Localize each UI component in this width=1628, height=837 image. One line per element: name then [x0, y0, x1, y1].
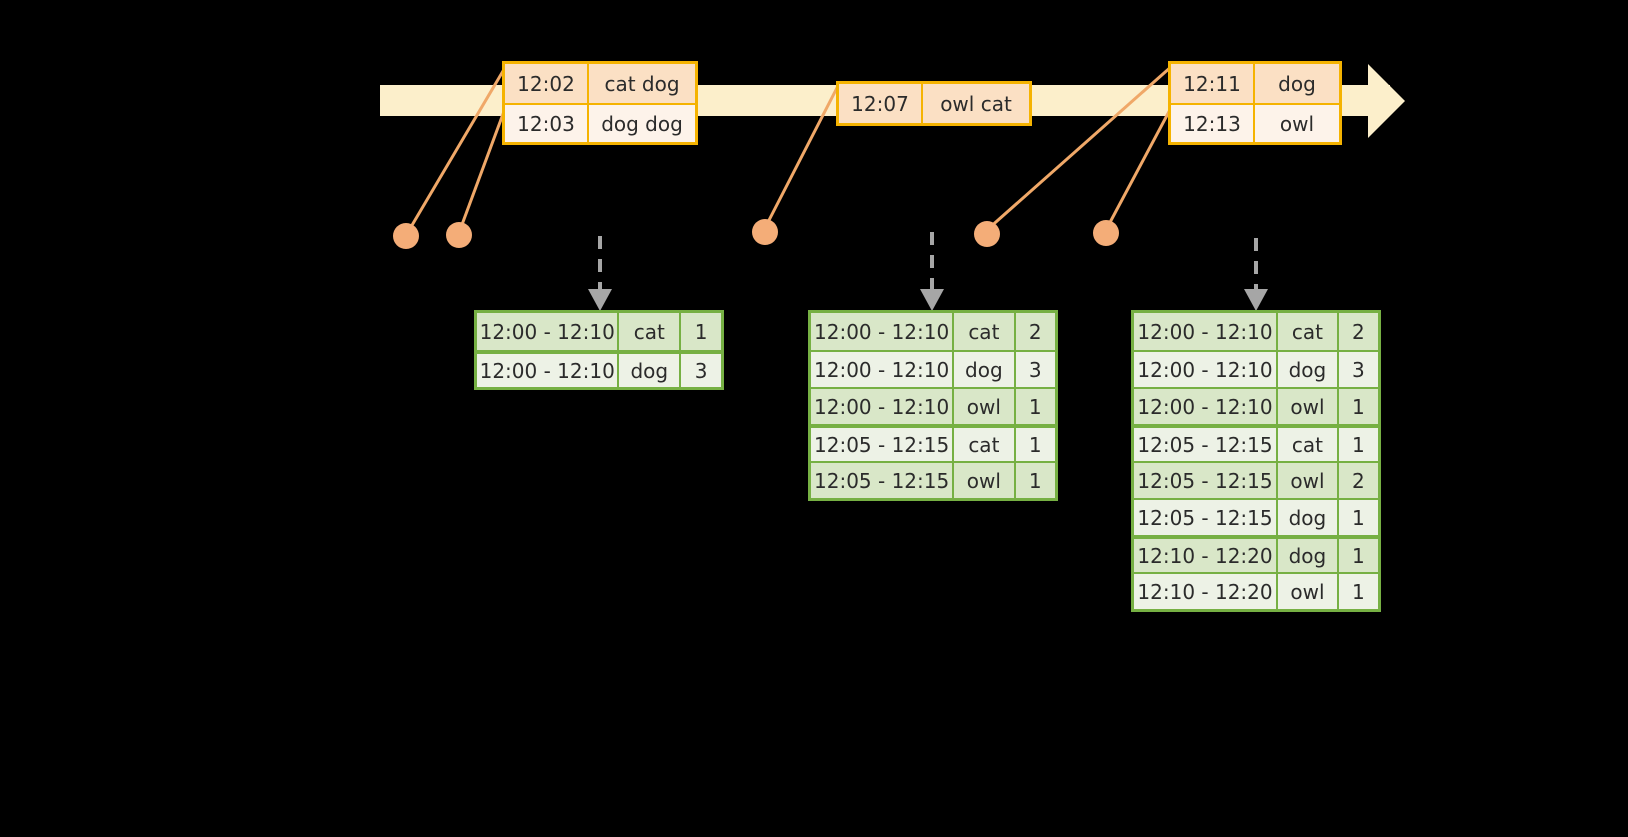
event-row[interactable]: 12:11 dog [1171, 64, 1339, 103]
table-row[interactable]: 12:05 - 12:15 owl 1 [811, 461, 1055, 498]
cell-key: cat [1278, 313, 1339, 350]
emit-dot-2 [446, 222, 472, 248]
cell-window: 12:05 - 12:15 [811, 428, 955, 461]
cell-window: 12:05 - 12:15 [1134, 463, 1279, 498]
table-row[interactable]: 12:00 - 12:10 cat 1 [477, 313, 721, 350]
cell-count: 2 [1338, 463, 1379, 498]
table-row[interactable]: 12:00 - 12:10 dog 3 [477, 350, 721, 387]
cell-key: dog [954, 352, 1016, 387]
result-arrow-heads [588, 289, 1268, 311]
cell-key: dog [1278, 352, 1339, 387]
event-group-3[interactable]: 12:11 dog 12:13 owl [1168, 61, 1342, 145]
cell-window: 12:00 - 12:10 [477, 313, 620, 350]
cell-key: cat [619, 313, 682, 350]
event-value: owl [1255, 105, 1339, 142]
table-row[interactable]: 12:05 - 12:15 cat 1 [811, 424, 1055, 461]
cell-count: 3 [1015, 352, 1055, 387]
cell-window: 12:00 - 12:10 [811, 313, 955, 350]
table-row[interactable]: 12:00 - 12:10 owl 1 [1134, 387, 1379, 424]
cell-count: 2 [1015, 313, 1055, 350]
cell-key: cat [1278, 428, 1339, 461]
result-table-1[interactable]: 12:00 - 12:10 cat 1 12:00 - 12:10 dog 3 [474, 310, 724, 390]
cell-count: 1 [1338, 428, 1379, 461]
event-group-1[interactable]: 12:02 cat dog 12:03 dog dog [502, 61, 698, 145]
result-table-2[interactable]: 12:00 - 12:10 cat 2 12:00 - 12:10 dog 3 … [808, 310, 1058, 501]
emit-dot-1 [393, 223, 419, 249]
cell-count: 1 [1338, 574, 1379, 609]
cell-key: cat [954, 313, 1016, 350]
event-time: 12:11 [1171, 64, 1255, 103]
result-table-3[interactable]: 12:00 - 12:10 cat 2 12:00 - 12:10 dog 3 … [1131, 310, 1381, 612]
event-value: dog [1255, 64, 1339, 103]
cell-window: 12:00 - 12:10 [811, 389, 955, 424]
table-row[interactable]: 12:00 - 12:10 cat 2 [1134, 313, 1379, 350]
event-row[interactable]: 12:02 cat dog [505, 64, 695, 103]
cell-count: 1 [1338, 389, 1379, 424]
result-arrow-head-3 [1244, 289, 1268, 311]
cell-key: owl [954, 463, 1016, 498]
cell-count: 1 [681, 313, 721, 350]
cell-key: cat [954, 428, 1016, 461]
result-arrow-head-2 [920, 289, 944, 311]
connector-dots [393, 219, 1119, 249]
table-row[interactable]: 12:10 - 12:20 dog 1 [1134, 535, 1379, 572]
cell-count: 1 [1015, 389, 1055, 424]
cell-window: 12:05 - 12:15 [1134, 428, 1279, 461]
table-row[interactable]: 12:00 - 12:10 cat 2 [811, 313, 1055, 350]
cell-window: 12:10 - 12:20 [1134, 539, 1279, 572]
cell-count: 3 [1338, 352, 1379, 387]
event-time: 12:13 [1171, 105, 1255, 142]
cell-key: owl [1278, 463, 1339, 498]
event-row[interactable]: 12:03 dog dog [505, 103, 695, 142]
table-row[interactable]: 12:05 - 12:15 owl 2 [1134, 461, 1379, 498]
event-row[interactable]: 12:07 owl cat [839, 84, 1029, 123]
result-arrows [598, 232, 1258, 290]
cell-key: dog [619, 354, 682, 387]
cell-window: 12:00 - 12:10 [1134, 389, 1279, 424]
cell-window: 12:05 - 12:15 [1134, 500, 1279, 535]
emit-dot-3 [752, 219, 778, 245]
connector-line-2 [458, 105, 508, 231]
connector-line-5 [1105, 105, 1174, 229]
emit-dot-5 [1093, 220, 1119, 246]
cell-count: 1 [1338, 500, 1379, 535]
cell-window: 12:00 - 12:10 [477, 354, 620, 387]
table-row[interactable]: 12:05 - 12:15 cat 1 [1134, 424, 1379, 461]
cell-count: 3 [681, 354, 721, 387]
emit-dot-4 [974, 221, 1000, 247]
event-value: cat dog [589, 64, 695, 103]
cell-key: owl [954, 389, 1016, 424]
cell-window: 12:00 - 12:10 [1134, 352, 1279, 387]
event-value: owl cat [923, 84, 1029, 123]
table-row[interactable]: 12:00 - 12:10 owl 1 [811, 387, 1055, 424]
table-row[interactable]: 12:10 - 12:20 owl 1 [1134, 572, 1379, 609]
table-row[interactable]: 12:00 - 12:10 dog 3 [811, 350, 1055, 387]
cell-window: 12:10 - 12:20 [1134, 574, 1279, 609]
cell-key: dog [1278, 539, 1339, 572]
cell-count: 1 [1338, 539, 1379, 572]
cell-window: 12:00 - 12:10 [811, 352, 955, 387]
result-arrow-head-1 [588, 289, 612, 311]
cell-window: 12:00 - 12:10 [1134, 313, 1279, 350]
timeline-arrow-head [1368, 64, 1405, 138]
cell-count: 2 [1338, 313, 1379, 350]
cell-key: owl [1278, 389, 1339, 424]
event-value: dog dog [589, 105, 695, 142]
event-row[interactable]: 12:13 owl [1171, 103, 1339, 142]
table-row[interactable]: 12:00 - 12:10 dog 3 [1134, 350, 1379, 387]
table-row[interactable]: 12:05 - 12:15 dog 1 [1134, 498, 1379, 535]
cell-key: dog [1278, 500, 1339, 535]
event-time: 12:02 [505, 64, 589, 103]
event-group-2[interactable]: 12:07 owl cat [836, 81, 1032, 126]
event-time: 12:03 [505, 105, 589, 142]
cell-window: 12:05 - 12:15 [811, 463, 955, 498]
cell-key: owl [1278, 574, 1339, 609]
cell-count: 1 [1015, 463, 1055, 498]
event-time: 12:07 [839, 84, 923, 123]
cell-count: 1 [1015, 428, 1055, 461]
